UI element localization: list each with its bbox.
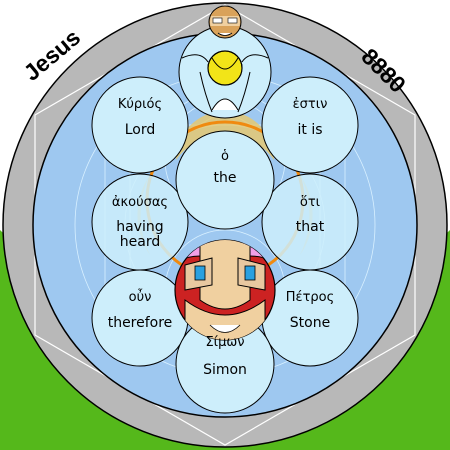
english-akousas-line2: heard xyxy=(120,234,160,250)
head-figure xyxy=(208,5,242,39)
english-oun: therefore xyxy=(108,315,173,331)
english-hoti: that xyxy=(296,219,325,235)
outer-hexagon xyxy=(34,4,416,446)
english-petros: Stone xyxy=(290,315,330,331)
greek-ho: ὁ xyxy=(221,149,229,164)
circle-estin xyxy=(261,76,359,174)
greek-hoti: ὅτι xyxy=(300,195,320,210)
circle-ho xyxy=(175,130,275,230)
greek-petros: Πέτρος xyxy=(286,290,334,305)
face-circle xyxy=(174,239,276,341)
circle-kyrios xyxy=(91,76,189,174)
greek-akousas: ἀκούσας xyxy=(112,195,168,210)
greek-oun: οὖν xyxy=(129,289,152,305)
english-ho: the xyxy=(214,170,237,186)
english-simon: Simon xyxy=(203,362,247,378)
greek-simon: Σίμων xyxy=(205,335,244,350)
english-estin: it is xyxy=(297,122,322,138)
greek-estin: ἐστιν xyxy=(293,97,328,112)
circle-text-layer: Κύριός Lord ἐστιν it is ὁ the ἀκούσας ha… xyxy=(108,97,335,378)
crown-circle xyxy=(178,25,272,119)
english-kyrios: Lord xyxy=(125,122,156,138)
greek-kyrios: Κύριός xyxy=(118,97,162,112)
english-akousas-line1: having xyxy=(116,219,163,235)
